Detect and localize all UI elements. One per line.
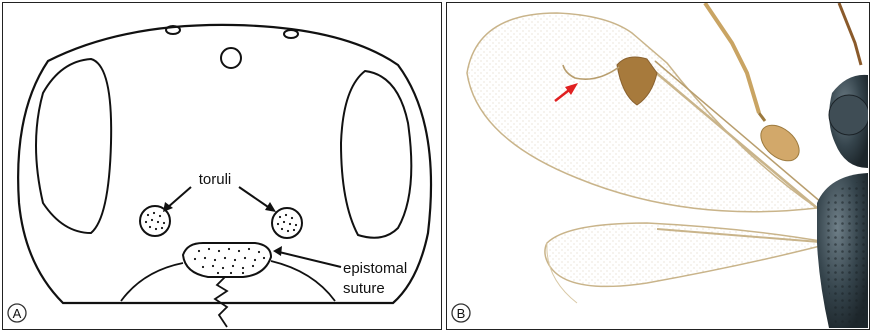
right-torulus-dots [277,214,297,232]
compound-eye [829,95,868,135]
panel-letter-b: B [457,306,466,321]
antenna-upper [705,3,759,113]
label-suture: suture [343,280,385,297]
epistomal-plate-dots [194,248,265,274]
label-toruli: toruli [199,171,232,188]
epistomal-arrowhead [273,246,282,256]
median-ocellus [221,48,241,68]
right-ocellus [284,30,298,38]
panel-b-wing-illustration: B [446,2,870,330]
right-torulus [272,208,302,238]
toruli-arrow-right [239,187,271,209]
lower-face-arc-left [121,263,183,301]
epistomal-plate [183,243,271,277]
thorax-sculpture [825,181,868,323]
label-epistomal: epistomal [343,260,407,277]
panel-a-head-diagram: toruli epistomal suture A [2,2,442,330]
left-eye [36,59,111,233]
forewing [467,13,817,212]
antenna-mid [759,113,765,121]
toruli-arrow-left [167,187,191,208]
epistomal-arrow [279,252,341,267]
wing-illustration-svg: B [447,3,868,328]
panel-letter-a: A [13,306,22,321]
head-diagram-svg: toruli epistomal suture A [3,3,440,328]
antenna-far [839,3,861,65]
left-torulus-dots [145,212,165,230]
right-eye [341,71,411,238]
lower-face-arc-right [271,261,335,301]
